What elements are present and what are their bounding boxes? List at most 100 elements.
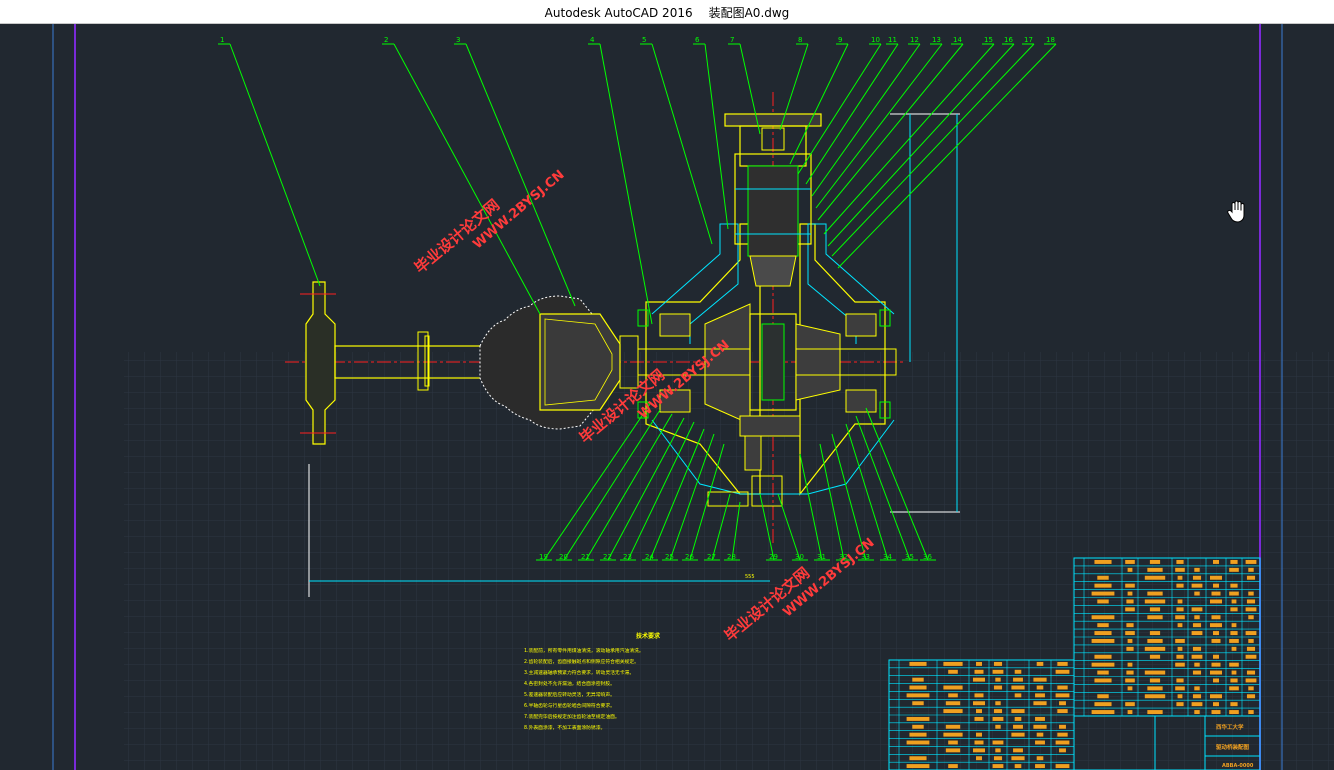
balloon-label: 12 <box>910 36 919 44</box>
balloon-label: 30 <box>795 553 804 561</box>
file-name: 装配图A0.dwg <box>708 6 790 20</box>
axle-housing-left <box>645 223 761 495</box>
balloon-label: 26 <box>685 553 694 561</box>
leader-line <box>731 501 741 561</box>
balloon-label: 17 <box>1024 36 1033 44</box>
balloon-label: 36 <box>923 553 932 561</box>
leader-line <box>779 43 809 131</box>
note-line: 4.各密封处不允许漏油，结合面涂密封胶。 <box>524 680 615 687</box>
balloon-label: 35 <box>905 553 914 561</box>
note-line: 2.齿轮装配后，齿面接触斑点和侧隙应符合相关规定。 <box>524 658 639 665</box>
note-line: 3.主减速器轴承预紧力符合要求，转动灵活无卡滞。 <box>524 669 634 676</box>
leader-line <box>627 421 695 561</box>
leader-line <box>739 43 761 135</box>
leader-line <box>229 43 321 287</box>
leader-line <box>799 453 823 561</box>
leader-line <box>759 493 775 561</box>
balloon-label: 5 <box>642 36 646 44</box>
bearing-right-top <box>845 313 877 337</box>
leader-line <box>865 407 929 561</box>
leader-line <box>704 43 729 230</box>
wheel-flange <box>305 281 336 445</box>
leader-line <box>689 443 725 561</box>
balloon-label: 11 <box>888 36 897 44</box>
balloon-label: 22 <box>603 553 612 561</box>
title-school: 西华工大学 <box>1216 723 1244 731</box>
balloon-label: 32 <box>839 553 848 561</box>
leader-line <box>607 417 685 561</box>
pan-hand-cursor-icon <box>1227 200 1245 223</box>
leader-line <box>845 423 889 561</box>
leader-line <box>805 43 899 185</box>
leader-line <box>789 43 849 165</box>
balloon-label: 4 <box>590 36 595 44</box>
leader-line <box>543 403 651 561</box>
notes-title: 技术要求 <box>636 632 661 640</box>
leader-line <box>465 43 576 307</box>
watermark-1: 毕业设计论文网 WWW.2BYSJ.CN <box>411 167 568 277</box>
balloon-label: 7 <box>730 36 734 44</box>
balloon-label: 16 <box>1004 36 1013 44</box>
note-line: 6.半轴齿轮与行星齿轮啮合间隙符合要求。 <box>524 702 615 709</box>
bearing-left-top <box>659 313 691 337</box>
leader-line <box>837 43 1057 269</box>
balloon-label: 29 <box>769 553 778 561</box>
leader-line <box>817 43 964 221</box>
drive-pinion <box>749 255 797 287</box>
title-drawing-name: 驱动桥装配图 <box>1216 743 1250 751</box>
balloon-label: 20 <box>559 553 568 561</box>
balloon-label: 34 <box>883 553 892 561</box>
balloon-label: 9 <box>838 36 842 44</box>
balloon-label: 14 <box>953 36 962 44</box>
axle-housing-right <box>799 223 886 496</box>
note-line: 5.差速器装配后应转动灵活，无异常响声。 <box>524 691 615 698</box>
bearing-right-bottom <box>845 389 877 413</box>
balloon-label: 3 <box>456 36 460 44</box>
balloon-label: 31 <box>817 553 826 561</box>
cv-joint-housing <box>539 313 621 411</box>
bearing-left-bottom <box>659 389 691 413</box>
leader-line <box>649 428 705 561</box>
parts-list <box>888 557 1261 770</box>
balloon-label: 8 <box>798 36 802 44</box>
balloon-label: 28 <box>727 553 736 561</box>
leader-line <box>797 43 882 175</box>
dimension-overall-label: 555 <box>745 574 755 580</box>
title-block: 西华工大学 驱动桥装配图 ABBA-0000 <box>1073 715 1261 770</box>
leader-line <box>819 443 845 561</box>
balloon-label: 13 <box>932 36 941 44</box>
balloon-label: 2 <box>384 36 388 44</box>
leader-line <box>831 43 1035 257</box>
technical-requirements: 技术要求 1.装配前，所有零件用煤油清洗，滚动轴承用汽油清洗。 2.齿轮装配后，… <box>524 632 661 731</box>
note-line: 1.装配前，所有零件用煤油清洗，滚动轴承用汽油清洗。 <box>524 647 644 654</box>
leader-line <box>811 43 921 197</box>
leader-line <box>831 433 867 561</box>
leader-line <box>585 413 673 561</box>
leader-line <box>777 493 801 561</box>
balloon-label: 24 <box>645 553 654 561</box>
balloon-label: 19 <box>539 553 548 561</box>
balloon-label: 23 <box>623 553 632 561</box>
leader-line <box>651 43 713 245</box>
leader-line <box>815 43 943 209</box>
leader-line <box>599 43 653 325</box>
balloon-label: 27 <box>707 553 716 561</box>
leader-line <box>827 43 1015 247</box>
balloon-label: 21 <box>581 553 590 561</box>
balloon-label: 6 <box>695 36 700 44</box>
balloon-label: 33 <box>861 553 870 561</box>
balloon-label: 15 <box>984 36 993 44</box>
leader-line <box>711 493 731 561</box>
input-flange <box>724 113 822 127</box>
balloon-label: 25 <box>665 553 674 561</box>
leader-line <box>563 409 661 561</box>
title-drawing-no: ABBA-0000 <box>1222 763 1254 769</box>
balloon-label: 1 <box>220 36 224 44</box>
leader-line <box>823 43 995 235</box>
note-line: 8.外表面涂漆，不加工表面涂防锈漆。 <box>524 724 605 731</box>
